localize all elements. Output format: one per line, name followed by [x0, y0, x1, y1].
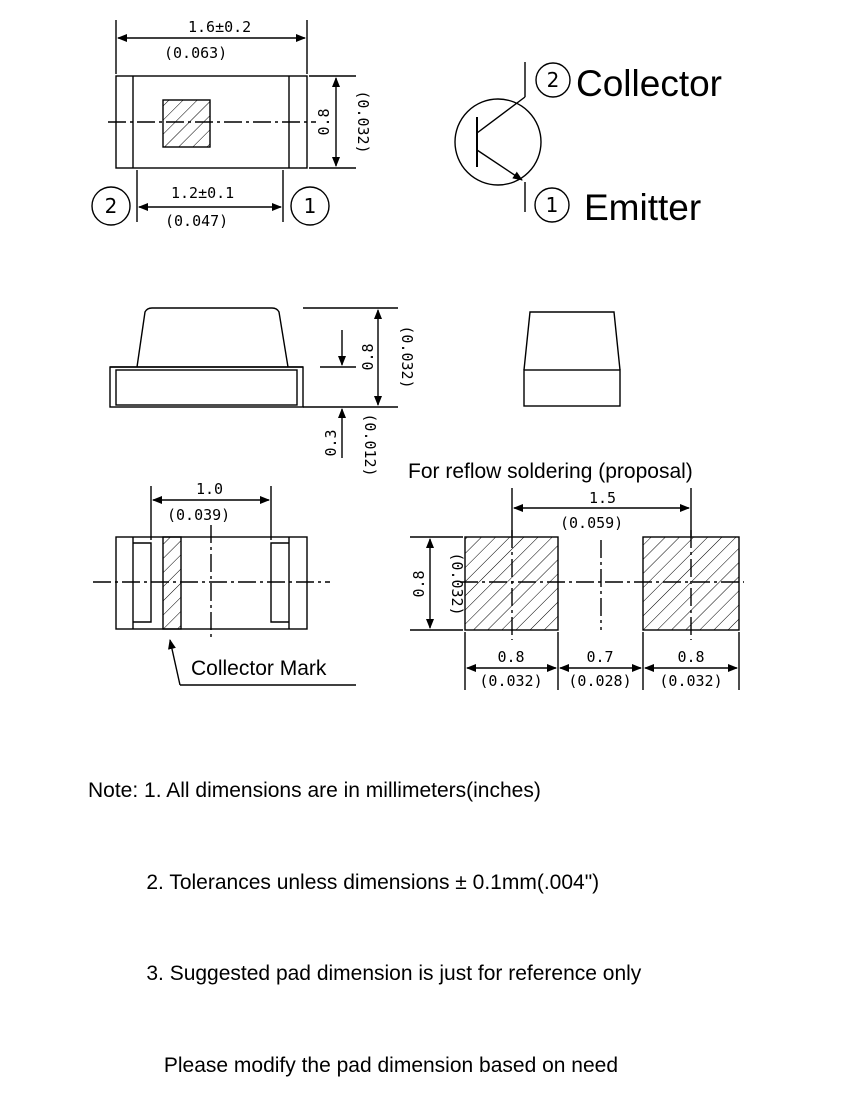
side-view-package [109, 307, 304, 408]
pads-pitch-inch-label: (0.059) [560, 514, 623, 532]
pin-1-circle [290, 186, 330, 226]
pad-width2-label: 0.8 [677, 648, 704, 666]
pin-1-number: 1 [304, 194, 317, 218]
pad-pitch-dimension [511, 488, 692, 536]
pad-width2-inch-label: (0.032) [659, 672, 722, 690]
top-width-label: 0.8 [315, 108, 333, 135]
pad-bottom-dimensions [464, 632, 740, 690]
note-line-3: 3. Suggested pad dimension is just for r… [88, 962, 642, 985]
transistor-symbol [454, 62, 542, 212]
top-pitch-inch-label: (0.047) [165, 212, 228, 230]
note-line-4: Please modify the pad dimension based on… [88, 1053, 618, 1077]
bottom-width-label: 1.0 [196, 480, 223, 498]
side-view-height-dimension [303, 307, 398, 408]
side-view-base-dimension [320, 330, 356, 458]
notes-block: Note: 1. All dimensions are in millimete… [88, 715, 641, 1112]
top-width-inch-label: (0.032) [354, 90, 372, 153]
top-view-width-dimension [309, 75, 356, 169]
top-length-inch-label: (0.063) [164, 44, 227, 62]
pads-height-label: 0.8 [410, 570, 428, 597]
emitter-label: Emitter [584, 187, 701, 228]
emitter-pin-number: 1 [546, 193, 559, 217]
pads-height-inch-label: (0.032) [448, 552, 466, 615]
pad-width-inch-label: (0.032) [479, 672, 542, 690]
bottom-width-inch-label: (0.039) [167, 506, 230, 524]
pin-2-circle [91, 186, 131, 226]
pin-2-number: 2 [105, 194, 118, 218]
collector-mark-label: Collector Mark [191, 657, 327, 680]
bottom-view-package [93, 525, 330, 640]
side-height-inch-label: (0.032) [398, 325, 416, 388]
pads-pitch-label: 1.5 [589, 489, 616, 507]
collector-label: Collector [576, 63, 722, 104]
pads-title: For reflow soldering (proposal) [408, 460, 693, 483]
collector-pin-circle [535, 62, 571, 98]
side-base-label: 0.3 [322, 429, 340, 456]
top-pitch-label: 1.2±0.1 [171, 184, 234, 202]
pad-gap-inch-label: (0.028) [568, 672, 631, 690]
pad-width-label: 0.8 [497, 648, 524, 666]
pad-gap-label: 0.7 [586, 648, 613, 666]
pad-height-dimension [410, 536, 463, 631]
side-base-inch-label: (0.012) [361, 413, 379, 476]
note-line-1: Note: 1. All dimensions are in millimete… [88, 779, 541, 802]
note-line-2: 2. Tolerances unless dimensions ± 0.1mm(… [88, 870, 600, 894]
pad-centerlines [460, 530, 744, 640]
collector-mark-leader [168, 639, 181, 686]
top-view-pitch-dimension [136, 170, 284, 222]
side-height-label: 0.8 [359, 343, 377, 370]
collector-pin-number: 2 [547, 68, 560, 92]
emitter-pin-circle [534, 187, 570, 223]
end-view-package [523, 311, 621, 407]
bottom-view-width-dimension [150, 486, 272, 540]
drawing-canvas: 1.6±0.2 (0.063) 0.8 (0.032) 1.2±0.1 (0.0… [91, 18, 744, 690]
top-view-package [108, 75, 316, 169]
top-view-length-dimension [115, 20, 308, 74]
top-length-label: 1.6±0.2 [188, 18, 251, 36]
